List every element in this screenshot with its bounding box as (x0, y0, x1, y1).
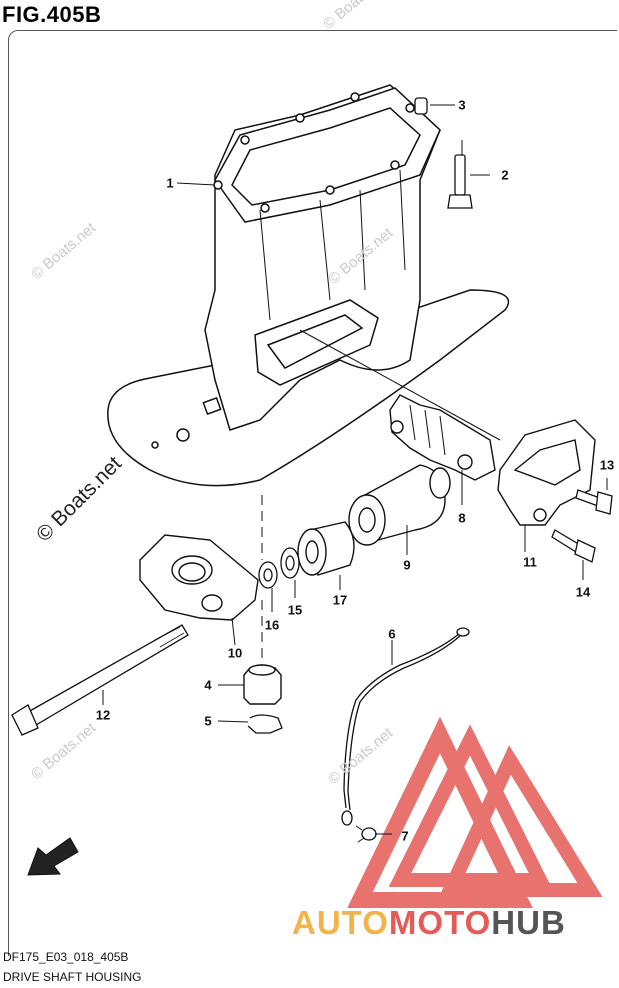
callout-4: 4 (204, 677, 212, 693)
callout-6: 6 (388, 626, 396, 642)
callout-15: 15 (287, 602, 303, 618)
figure-title: FIG.405B (2, 2, 102, 27)
brand-part-moto: MOTO (388, 904, 492, 941)
bracket-bolt-upper (575, 489, 613, 515)
callout-11: 11 (523, 554, 537, 570)
callout-8: 8 (458, 510, 466, 526)
callout-1: 1 (166, 175, 174, 191)
callout-9: 9 (403, 557, 411, 573)
bracket-bolt-lower (551, 529, 596, 563)
drive-shaft-housing (107, 84, 510, 487)
callout-13: 13 (599, 457, 615, 473)
callout-10: 10 (227, 645, 243, 661)
fwd-arrow-icon (27, 837, 79, 876)
washer-16 (258, 561, 278, 589)
mount-bushing (297, 521, 355, 576)
housing-bolt (447, 154, 473, 209)
washer-15 (280, 547, 300, 579)
diagram-code: DF175_E03_018_405B (3, 950, 129, 964)
dowel-pin (414, 97, 428, 115)
callout-2: 2 (501, 167, 509, 183)
mount-bracket (497, 419, 596, 526)
rubber-mount (389, 394, 496, 481)
callout-17: 17 (332, 592, 348, 608)
callout-7: 7 (401, 828, 409, 844)
diagram-frame (8, 30, 617, 956)
callout-3: 3 (458, 97, 466, 113)
callout-5: 5 (204, 713, 212, 729)
leader-lines (102, 104, 608, 835)
nut (243, 664, 282, 705)
brand-part-hub: HUB (491, 904, 566, 941)
long-bolt (11, 624, 189, 736)
circlip (247, 714, 283, 734)
callout-14: 14 (575, 584, 591, 600)
brand-part-auto: AUTO (292, 904, 389, 941)
ground-wire (341, 627, 470, 826)
brand-logo: AUTOMOTOHUB (292, 904, 566, 942)
callout-12: 12 (95, 707, 111, 723)
mount-sleeve (348, 464, 451, 546)
clamp (139, 534, 259, 621)
ground-screw (355, 825, 377, 843)
brand-triangle-icon (347, 716, 603, 908)
callout-16: 16 (264, 617, 280, 633)
diagram-caption: DRIVE SHAFT HOUSING (3, 970, 142, 984)
